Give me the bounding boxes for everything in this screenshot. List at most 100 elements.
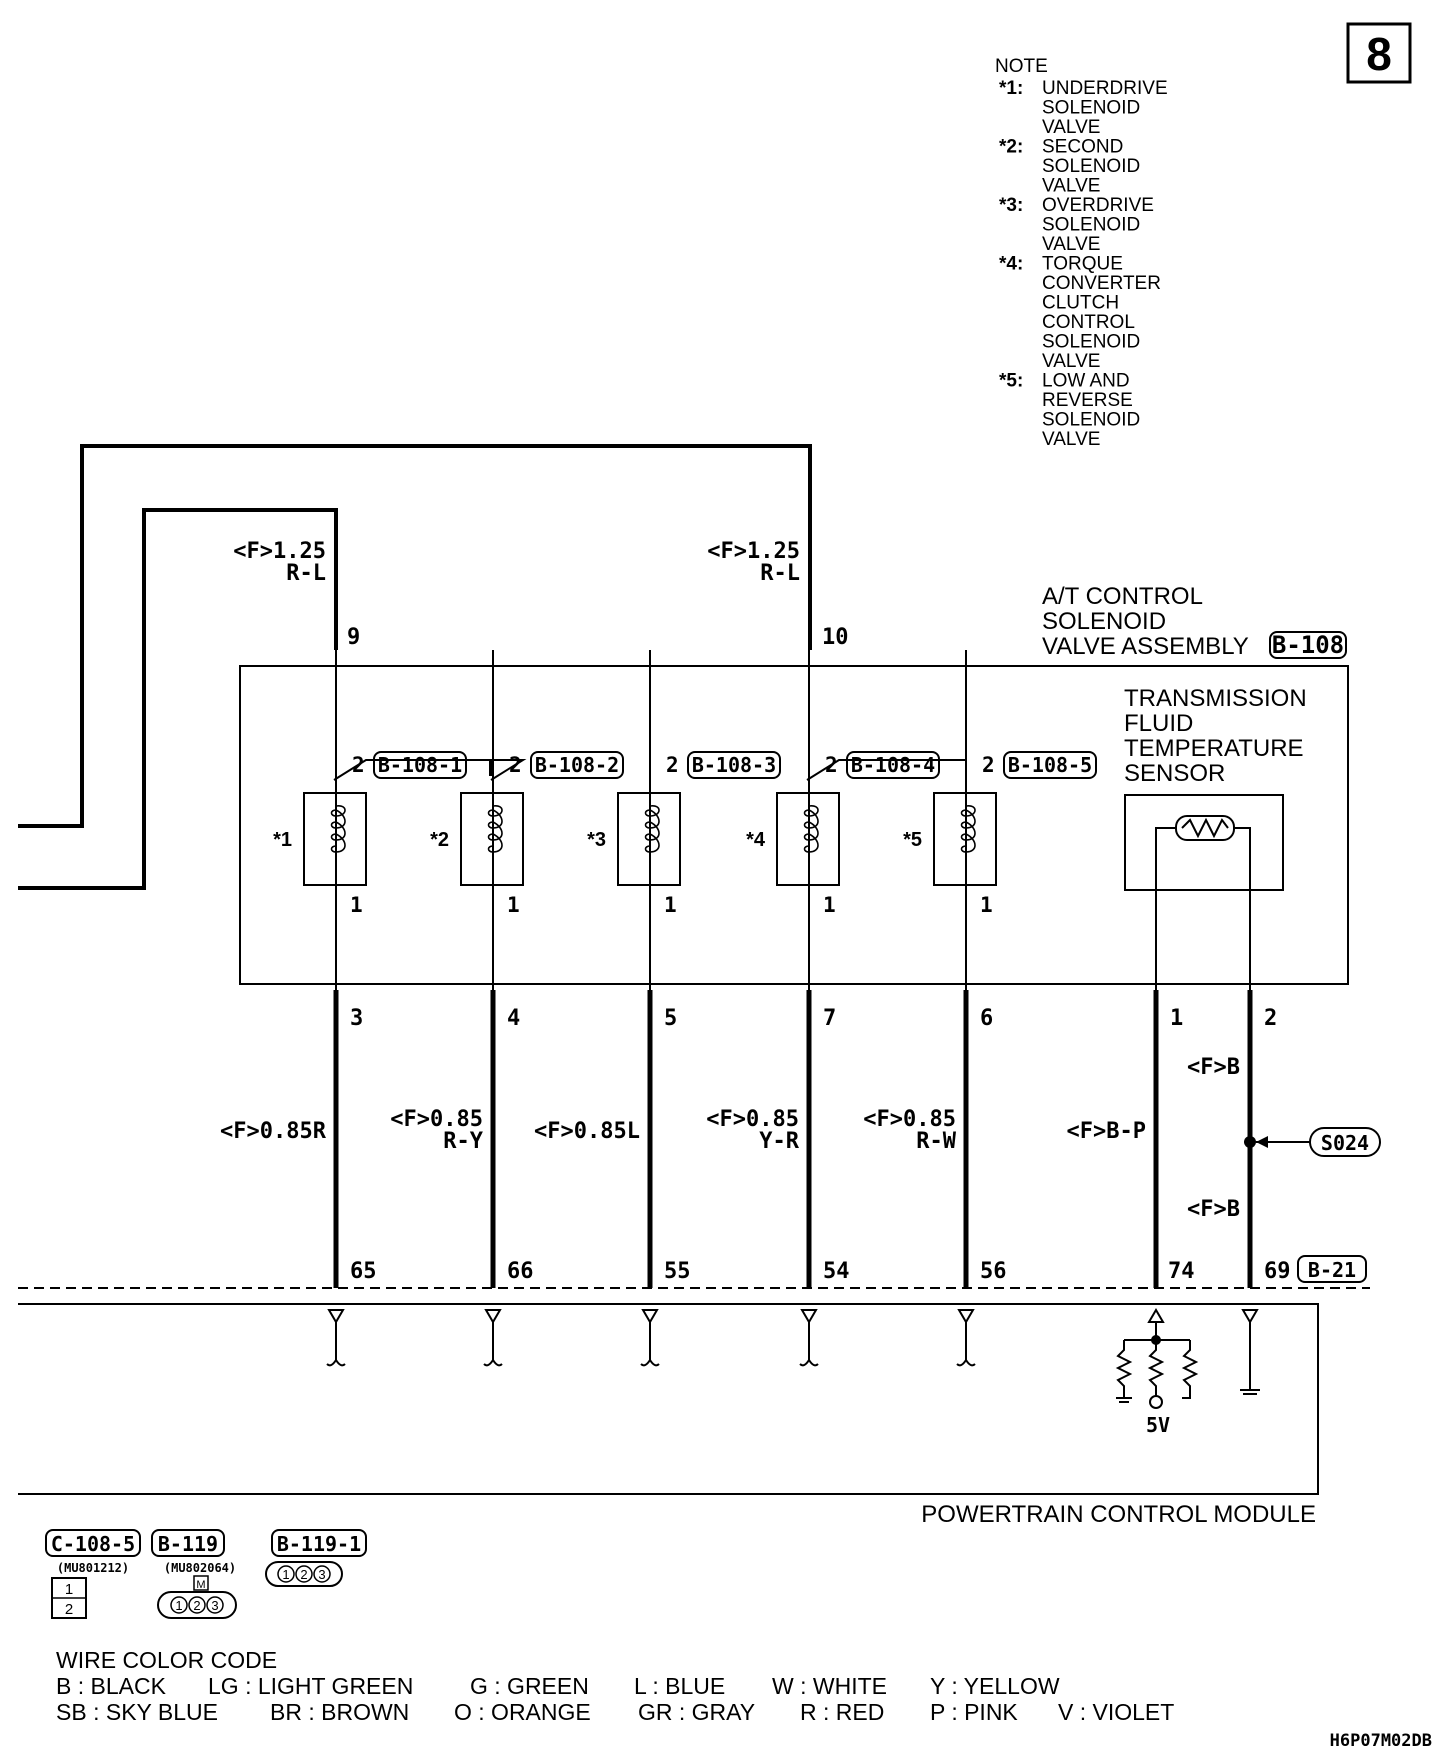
feed-9-wire-color: R-L — [286, 561, 326, 586]
pcm-pin-74: 74 — [1168, 1259, 1195, 1284]
solenoid-wire-label: <F>0.85 — [863, 1107, 956, 1132]
pcm-name: POWERTRAIN CONTROL MODULE — [921, 1501, 1316, 1528]
pcm-pin: 54 — [823, 1259, 850, 1284]
solenoid-mark: *5 — [903, 829, 922, 851]
temperature-sensor: TRANSMISSION FLUID TEMPERATURE SENSOR — [1124, 685, 1307, 990]
note-line-2-1: SECOND — [1042, 137, 1123, 158]
sensor-out-pin-2: 2 — [1264, 1006, 1277, 1031]
coil-symbol — [960, 805, 976, 853]
note-mark-4: *4: — [999, 254, 1023, 275]
wire-color-entry: LG : LIGHT GREEN — [208, 1673, 413, 1699]
connector-view-3-pin-3: 3 — [318, 1567, 325, 1582]
solenoid-connector-box — [846, 751, 940, 779]
note-line-3-3: VALVE — [1042, 234, 1100, 255]
solenoid-bottom-pin: 1 — [823, 893, 836, 917]
solenoid-box — [303, 792, 367, 886]
wire-color-entry: L : BLUE — [634, 1673, 725, 1699]
splice-point — [1244, 1136, 1256, 1148]
pcm-input-line — [640, 1322, 660, 1367]
pcm-connector-box — [1297, 1255, 1367, 1283]
figure-code: H6P07M02DB — [1330, 1731, 1432, 1751]
pcm-pin: 56 — [980, 1259, 1007, 1284]
solenoid-bottom-pin: 1 — [664, 893, 677, 917]
solenoid-connector-box — [373, 751, 467, 779]
note-mark-5: *5: — [999, 371, 1023, 392]
wire-color-entry: B : BLACK — [56, 1673, 167, 1699]
wire-color-entry: SB : SKY BLUE — [56, 1699, 218, 1725]
note-line-4-6: VALVE — [1042, 351, 1100, 372]
assembly-enclosure — [239, 665, 1349, 985]
sensor-wire-69-label-top: <F>B — [1187, 1055, 1240, 1080]
solenoid-bottom-pin: 1 — [507, 893, 520, 917]
pcm-input-69-triangle — [1241, 1309, 1259, 1324]
sensor-label-line-4: SENSOR — [1124, 760, 1225, 787]
wire-color-entry: G : GREEN — [470, 1673, 589, 1699]
solenoid-connector: B-108-3 — [692, 753, 776, 777]
solenoid-connector: B-108-5 — [1008, 753, 1092, 777]
assembly-connector-box — [1269, 631, 1347, 659]
connector-view-2-id: B-119 — [158, 1532, 218, 1556]
solenoid-connector-box — [687, 751, 781, 779]
solenoid-connector: B-108-1 — [378, 753, 462, 777]
solenoid-top-pin: 2 — [982, 753, 995, 777]
solenoid-wire-label: R-Y — [443, 1129, 483, 1154]
solenoid-top-pin: 2 — [352, 753, 365, 777]
solenoid-bottom-pin: 1 — [980, 893, 993, 917]
connector-view-2-tag: M — [196, 1579, 205, 1591]
solenoid-box — [460, 792, 524, 886]
note-line-4-2: CONVERTER — [1042, 273, 1161, 294]
power-feed-wires — [18, 444, 812, 890]
power-feed-wire-9 — [18, 508, 338, 890]
pcm-input-74-triangle — [1147, 1308, 1165, 1323]
solenoid-mark: *4 — [746, 829, 766, 851]
note-mark-3: *3: — [999, 195, 1023, 216]
assembly-name-line-2: SOLENOID — [1042, 608, 1166, 635]
feed-bus — [490, 759, 527, 781]
note-line-5-3: SOLENOID — [1042, 410, 1140, 431]
wire-color-entry: W : WHITE — [772, 1673, 887, 1699]
solenoid-wire-label: <F>0.85L — [534, 1119, 640, 1144]
pcm-input-triangle — [957, 1309, 975, 1324]
solenoid-mark: *3 — [587, 829, 606, 851]
connector-view-3-pin-2: 2 — [300, 1567, 307, 1582]
solenoid-connector: B-108-4 — [851, 753, 935, 777]
pcm-input-triangle — [641, 1309, 659, 1324]
pcm-connector: B-21 — [1308, 1258, 1356, 1282]
connector-view-3-id: B-119-1 — [277, 1532, 361, 1556]
note-line-3-2: SOLENOID — [1042, 215, 1140, 236]
note-line-5-1: LOW AND — [1042, 371, 1130, 392]
connector-view-3-body — [265, 1561, 343, 1587]
assembly-connector: B-108 — [1272, 631, 1344, 659]
coil-symbol — [803, 805, 819, 853]
sensor-output-wires: 1 2 <F>B-P <F>B <F>B S024 74 69 B-21 — [1067, 990, 1381, 1288]
feed-10-wire-size: <F>1.25 — [707, 539, 800, 564]
pcm-sensor-circuits — [1115, 1308, 1260, 1409]
coil-symbol — [487, 805, 503, 853]
pcm-ref-voltage: 5V — [1146, 1413, 1170, 1437]
solenoid-box — [617, 792, 681, 886]
solenoid-connector-box — [530, 751, 624, 779]
pcm-input-triangle — [327, 1309, 345, 1324]
wire-color-entry: BR : BROWN — [270, 1699, 409, 1725]
pcm-input-line — [483, 1322, 503, 1367]
feed-10-wire-color: R-L — [760, 561, 800, 586]
vref-terminal — [1149, 1395, 1163, 1409]
connector-view-3-pin-1: 1 — [282, 1567, 289, 1582]
solenoid-box — [776, 792, 840, 886]
assembly-name-line-1: A/T CONTROL — [1042, 583, 1203, 610]
note-line-4-5: SOLENOID — [1042, 332, 1140, 353]
splice-box — [1309, 1127, 1381, 1157]
connector-view-2-pin-2: 2 — [193, 1598, 200, 1613]
connector-view-2-body — [157, 1591, 237, 1619]
connector-view-1-part: (MU801212) — [57, 1561, 129, 1575]
splice-id: S024 — [1321, 1131, 1369, 1155]
sensor-label-line-3: TEMPERATURE — [1124, 735, 1304, 762]
wire-color-code-title: WIRE COLOR CODE — [56, 1647, 277, 1673]
solenoid-mark: *1 — [273, 829, 292, 851]
coil-symbol — [644, 805, 660, 853]
connector-view-1-pin-1: 1 — [65, 1581, 73, 1598]
pcm-input-triangle — [800, 1309, 818, 1324]
